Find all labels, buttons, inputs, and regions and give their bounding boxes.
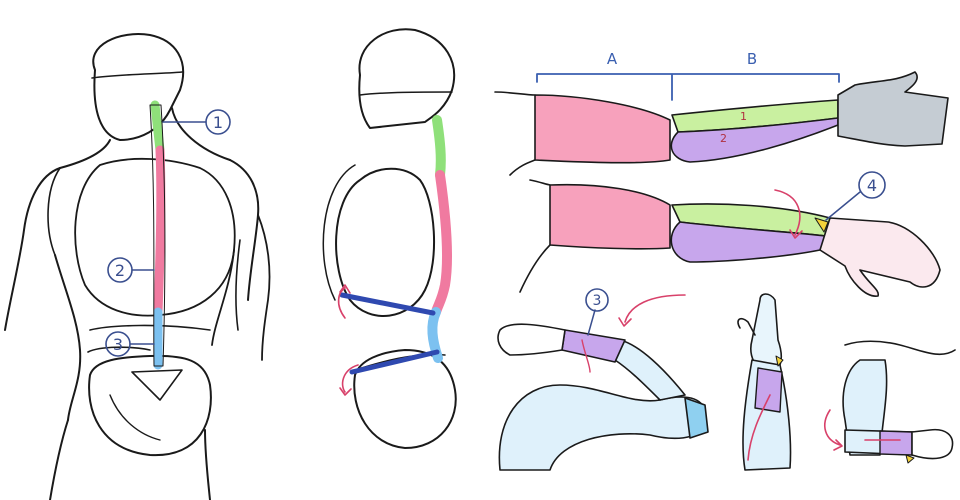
hand-2 xyxy=(819,217,941,297)
side-head-guideline xyxy=(359,91,453,96)
callout-3b-circle xyxy=(585,288,609,312)
lumbar-band-left xyxy=(87,346,151,353)
ribcage-rotation-arrowhead xyxy=(339,284,351,294)
side-arm-wrist-band xyxy=(879,430,913,456)
torso-left-side xyxy=(54,254,82,421)
spine-thoracic xyxy=(153,145,166,317)
bracket-label-b: B xyxy=(747,50,757,68)
spine-outline xyxy=(149,104,166,367)
vertical-wrist-indicator xyxy=(775,355,784,367)
left-shoulder xyxy=(4,167,61,331)
side-arm-rotation-arrowhead xyxy=(833,439,843,451)
bent-arm-diagram: 3 xyxy=(497,288,709,471)
forearm-bracket-diagram: A B 1 2 xyxy=(494,50,949,176)
upper-arm-1 xyxy=(534,94,671,164)
forearm-rotation-arrowhead xyxy=(789,229,803,239)
hand-1 xyxy=(837,71,949,147)
bone-2-label: 2 xyxy=(720,132,727,145)
buttock-line xyxy=(109,394,161,441)
neck-right xyxy=(171,107,231,161)
side-pelvis xyxy=(353,349,457,449)
pelvis-rotation-arrow xyxy=(341,364,359,393)
head-outline xyxy=(92,33,185,141)
callout-2-circle xyxy=(107,257,133,283)
callout-4-leader xyxy=(825,191,861,221)
spine-cervical xyxy=(150,100,165,155)
wrist-indicator xyxy=(814,217,829,233)
side-spine-cervical xyxy=(432,115,446,180)
pelvis-band xyxy=(89,324,211,331)
left-leg xyxy=(49,419,69,500)
head-guideline xyxy=(91,71,183,79)
pelvis-axis xyxy=(349,349,440,375)
side-ribcage-outer xyxy=(322,164,356,301)
ribcage-outline xyxy=(74,157,236,317)
forearm-rotation-arrow xyxy=(774,189,801,236)
vertical-thumb xyxy=(737,317,756,336)
bent-arm-forearm xyxy=(614,339,686,401)
right-leg xyxy=(204,429,211,500)
callout-2-label: 2 xyxy=(115,261,125,280)
side-arm-hand xyxy=(911,428,954,460)
vertical-twist-arrow xyxy=(747,394,771,461)
ribcage-axis xyxy=(339,292,436,316)
vertical-forearm-diagram xyxy=(737,293,792,471)
callout-4-circle xyxy=(858,171,886,199)
bent-arm-hand xyxy=(497,323,566,356)
pelvis-outline xyxy=(88,354,212,457)
forearm-bone-2 xyxy=(670,117,839,163)
pelvis-rotation-arrowhead xyxy=(339,387,352,396)
ribcage-rotation-arrow xyxy=(337,287,346,319)
callout-3b-leader xyxy=(587,309,596,336)
right-arm-inner xyxy=(235,239,241,331)
back-view-torso: 1 2 3 xyxy=(4,33,271,500)
bracket-label-a: A xyxy=(607,50,618,68)
bone-1-label: 1 xyxy=(740,110,747,123)
side-arm-wrist-indicator xyxy=(905,454,915,464)
callout-3b-label: 3 xyxy=(593,293,602,309)
upper-arm-2 xyxy=(549,183,671,250)
callout-1-circle xyxy=(205,109,231,135)
sacrum-triangle xyxy=(131,369,183,401)
side-arm-diagram xyxy=(824,340,956,464)
side-spine-thoracic xyxy=(431,170,453,317)
bent-arm-wrist-band xyxy=(561,329,626,363)
right-arm xyxy=(257,214,271,361)
callout-4-label: 4 xyxy=(867,176,877,195)
side-ribcage xyxy=(335,167,435,317)
torso-right-side xyxy=(211,249,235,346)
vertical-twist-band xyxy=(754,367,783,413)
left-deltoid xyxy=(47,167,61,256)
bent-arm-rotation-arrowhead xyxy=(618,317,632,327)
side-view-spine xyxy=(322,28,457,449)
side-arm-rotation-arrow xyxy=(824,409,841,446)
measurement-bracket xyxy=(536,73,840,101)
bent-arm-rotation-arrow xyxy=(624,294,686,323)
neck-left xyxy=(59,139,111,169)
side-arm-shoulder xyxy=(844,340,956,355)
side-head xyxy=(358,28,456,129)
upper-arm-1-back xyxy=(494,91,536,176)
bent-arm-twist-arrow xyxy=(581,339,591,373)
callout-3-circle xyxy=(105,331,131,357)
callout-1-label: 1 xyxy=(213,113,223,132)
callout-3-label: 3 xyxy=(113,335,123,354)
upper-arm-2-back xyxy=(519,179,551,293)
forearm2-bone-2 xyxy=(670,221,827,263)
forearm-rotation-diagram: 4 xyxy=(519,171,941,297)
bent-arm-elbow xyxy=(684,397,709,439)
